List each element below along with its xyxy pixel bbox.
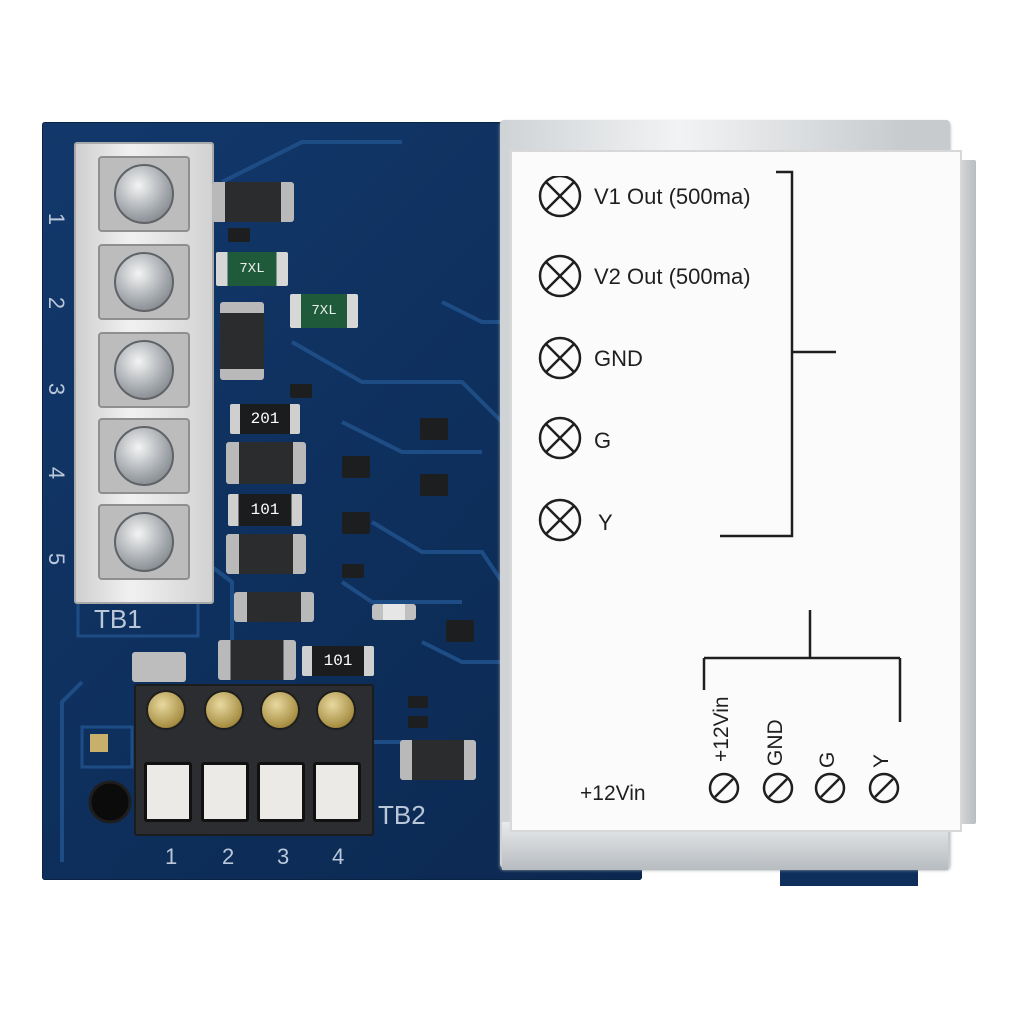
smd-part [228,228,250,242]
smd-part [408,716,428,728]
capacitor [132,652,186,682]
tb2-wire-slot [257,762,305,822]
diode-d5 [234,592,314,622]
slash-circle-icon [762,772,794,804]
tb1-terminal-4 [98,418,190,494]
cross-circle-icon [538,416,582,460]
diode-d2 [220,302,264,380]
tb1-terminal-5 [98,504,190,580]
cross-circle-icon [538,498,582,542]
transistor [342,512,370,534]
tb2-pin-3: 3 [277,844,290,869]
output-label-v1: V1 Out (500ma) [594,184,751,209]
cross-circle-icon [538,176,582,218]
screw-icon [146,690,186,730]
input-markers [708,772,900,804]
screw-icon [114,426,174,486]
slash-circle-icon [708,772,740,804]
output-label-y: Y [598,510,613,535]
bracket-lines [702,170,902,722]
pcb-board-tab [780,866,918,886]
slash-circle-icon [814,772,846,804]
smd-part [290,384,312,398]
tb2-wire-slot [313,762,361,822]
diode-d4 [226,534,306,574]
fuse-f2: 7XL [290,294,358,328]
supply-label: +12Vin [580,782,646,805]
tb2-pin-1: 1 [165,844,178,869]
tb1-pin-1: 1 [44,212,70,226]
tb1-pin-5: 5 [44,552,70,566]
screw-icon [204,690,244,730]
tb2-wire-slot [144,762,192,822]
tb2-wire-slot [201,762,249,822]
resistor-101-b: 101 [302,646,374,676]
tb2-label: TB2 [378,800,426,830]
screw-icon [260,690,300,730]
diode-d3 [226,442,306,484]
screw-icon [316,690,356,730]
tb1-pin-3: 3 [44,382,70,396]
screw-icon [114,340,174,400]
diode-d7 [400,740,476,780]
diode-d1 [212,182,294,222]
resistor-201: 201 [230,404,300,434]
tb1-pin-4: 4 [44,466,70,480]
slash-circle-icon [868,772,900,804]
screw-icon [114,164,174,224]
cross-circle-icon [538,336,582,380]
output-label-v2: V2 Out (500ma) [594,264,751,289]
shield-label-plate [510,150,962,832]
cross-circle-icon [538,254,582,298]
glass-diode [372,604,416,620]
tb2-pin-2: 2 [222,844,235,869]
input-label-12vin: +12Vin [710,696,733,762]
transistor [446,620,474,642]
tb2-pin-4: 4 [332,844,345,869]
transistor [420,474,448,496]
diode-d6 [218,640,296,680]
input-label-gnd: GND [764,719,787,766]
screw-icon [114,252,174,312]
tb1-pin-2: 2 [44,296,70,310]
transistor [420,418,448,440]
screw-icon [114,512,174,572]
smd-part [342,564,364,578]
output-label-gnd: GND [594,346,643,371]
tb1-terminal-3 [98,332,190,408]
input-label-g: G [816,751,839,768]
transistor [342,456,370,478]
input-label-y: Y [870,753,893,768]
fuse-f1: 7XL [216,252,288,286]
smd-part [408,696,428,708]
resistor-101-a: 101 [228,494,302,526]
output-label-g: G [594,428,612,453]
tb1-label: TB1 [94,604,142,634]
output-markers [538,176,582,542]
tb1-terminal-2 [98,244,190,320]
tb1-terminal-1 [98,156,190,232]
